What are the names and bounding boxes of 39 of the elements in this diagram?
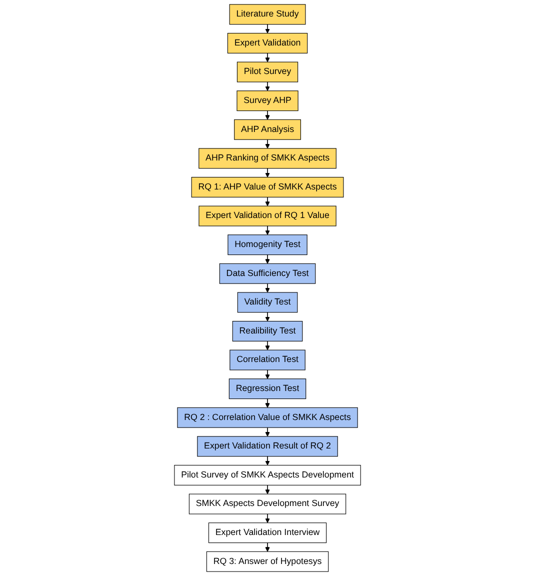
arrow — [265, 542, 270, 552]
arrow — [265, 456, 270, 466]
process-box: Expert Validation of RQ 1 Value — [198, 206, 336, 226]
arrow — [265, 139, 270, 149]
process-box: Expert Validation Interview — [208, 522, 327, 544]
process-box: Correlation Test — [230, 350, 306, 370]
arrow — [265, 312, 270, 322]
arrow — [265, 24, 270, 34]
process-box: RQ 2 : Correlation Value of SMKK Aspects — [177, 407, 358, 428]
process-box: SMKK Aspects Development Survey — [188, 494, 346, 514]
arrow — [265, 196, 270, 206]
arrow — [265, 398, 270, 408]
arrow — [265, 168, 270, 178]
process-box: Data Sufficiency Test — [219, 263, 316, 284]
arrow — [265, 52, 270, 62]
process-box: Literature Study — [229, 4, 306, 25]
arrow — [265, 340, 270, 350]
process-box: AHP Analysis — [234, 119, 301, 140]
process-box: Validity Test — [237, 292, 298, 313]
process-box: Regression Test — [228, 378, 306, 400]
process-box: Survey AHP — [236, 90, 298, 112]
arrow — [265, 427, 270, 437]
process-box: RQ 3: Answer of Hypotesys — [206, 551, 329, 572]
arrow — [265, 110, 270, 120]
process-box: Homogenity Test — [228, 234, 308, 256]
arrow — [265, 514, 270, 524]
process-box: Expert Validation Result of RQ 2 — [197, 436, 338, 457]
process-box: Expert Validation — [227, 32, 308, 54]
process-box: Pilot Survey of SMKK Aspects Development — [174, 464, 361, 486]
process-box: AHP Ranking of SMKK Aspects — [198, 148, 336, 169]
arrow — [265, 283, 270, 293]
arrow — [265, 370, 270, 380]
arrow — [265, 226, 270, 236]
arrow — [265, 254, 270, 264]
arrow — [265, 484, 270, 494]
process-box: RQ 1: AHP Value of SMKK Aspects — [191, 176, 344, 198]
process-box: Realibility Test — [232, 320, 303, 342]
arrow — [265, 82, 270, 92]
process-box: Pilot Survey — [236, 62, 298, 82]
